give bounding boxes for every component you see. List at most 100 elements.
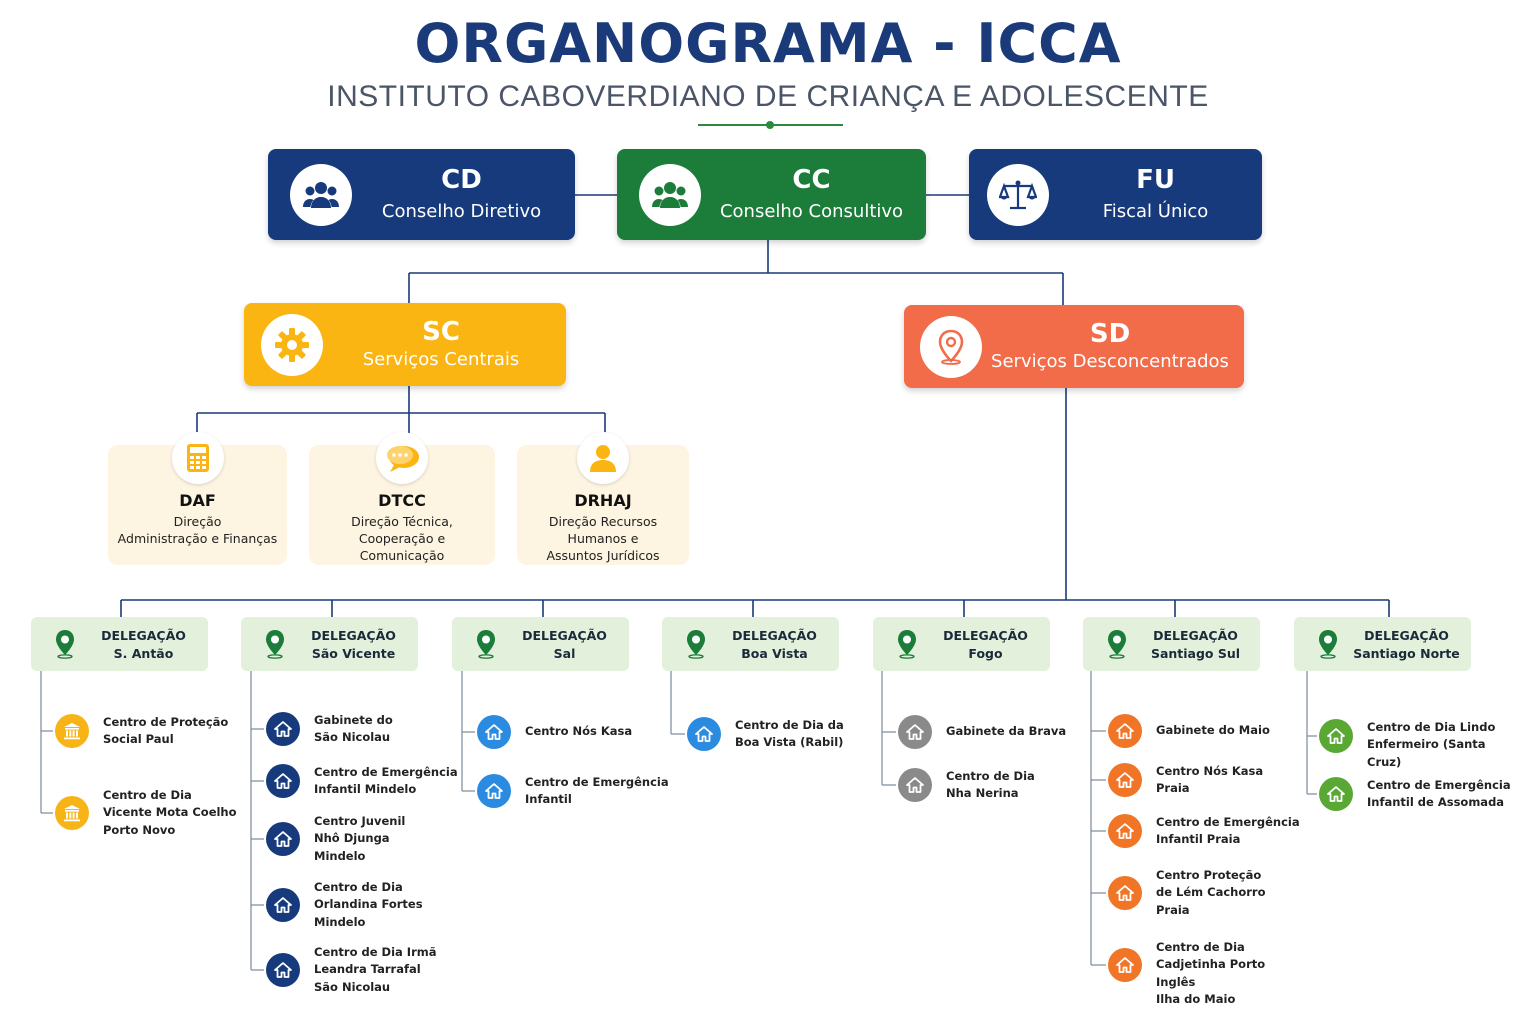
delegation-name: São Vicente — [311, 646, 396, 661]
board-code: FU — [1136, 165, 1175, 195]
center-name: Centro de Dia Irmã Leandra Tarrafal São … — [314, 944, 437, 994]
delegation-box: DELEGAÇÃO Sal — [452, 617, 629, 671]
delegation-label: DELEGAÇÃO — [101, 628, 186, 643]
people-icon — [639, 164, 701, 226]
building-icon — [55, 796, 89, 830]
center-name: Centro de Dia da Boa Vista (Rabil) — [735, 717, 844, 750]
location-pin-icon — [477, 630, 495, 659]
delegation-label: DELEGAÇÃO — [1153, 628, 1238, 643]
delegation-box: DELEGAÇÃO Boa Vista — [662, 617, 839, 671]
directorate-code: DAF — [179, 491, 216, 510]
directorate-code: DRHAJ — [574, 491, 632, 510]
house-icon — [1108, 714, 1142, 748]
house-icon — [1108, 948, 1142, 982]
location-pin-icon — [920, 316, 982, 378]
services-name: Serviços Centrais — [362, 349, 520, 370]
center-name: Centro de Emergência Infantil — [525, 774, 669, 807]
house-icon — [1108, 814, 1142, 848]
delegation-name: Santiago Norte — [1353, 646, 1460, 661]
house-icon — [477, 715, 511, 749]
person-icon — [577, 432, 629, 484]
house-icon — [898, 715, 932, 749]
directorate-code: DTCC — [378, 491, 426, 510]
delegation-box: DELEGAÇÃO S. Antão — [31, 617, 208, 671]
house-icon — [266, 822, 300, 856]
services-code: SD — [1089, 319, 1131, 349]
house-icon — [1108, 876, 1142, 910]
services-code: SC — [422, 317, 460, 347]
center-name: Centro de Dia Nha Nerina — [946, 768, 1035, 801]
house-icon — [1108, 763, 1142, 797]
directorate-dtcc: DTCC Direção Técnica, Cooperação e Comun… — [309, 432, 495, 565]
center-name: Centro Nós Kasa Praia — [1156, 763, 1264, 796]
board-cd: CD Conselho Diretivo — [268, 149, 575, 240]
directorate-drhaj: DRHAJ Direção Recursos Humanos e Assunto… — [517, 432, 689, 565]
board-code: CD — [441, 165, 482, 195]
center-name: Centro Juvenil Nhô Djunga Mindelo — [314, 813, 406, 863]
delegation-label: DELEGAÇÃO — [732, 628, 817, 643]
delegation-box: DELEGAÇÃO Fogo — [873, 617, 1050, 671]
delegation-box: DELEGAÇÃO São Vicente — [241, 617, 418, 671]
house-icon — [898, 768, 932, 802]
house-icon — [266, 712, 300, 746]
delegation-name: S. Antão — [113, 646, 174, 661]
center-name: Centro de Dia Vicente Mota Coelho Porto … — [103, 787, 237, 837]
calculator-icon — [171, 432, 224, 484]
chat-icon — [376, 432, 428, 484]
center-name: Gabinete do São Nicolau — [314, 712, 393, 745]
house-icon — [687, 717, 721, 751]
center-name: Centro de Dia Cadjetinha Porto Inglês Il… — [1156, 939, 1266, 1007]
delegation-label: DELEGAÇÃO — [1364, 628, 1449, 643]
center-name: Centro de Emergência Infantil Mindelo — [314, 764, 458, 797]
center-name: Gabinete do Maio — [1156, 723, 1270, 738]
center-name: Centro de Dia Orlandina Fortes Mindelo — [314, 879, 423, 929]
center-name: Centro de Emergência Infantil de Assomad… — [1367, 777, 1511, 810]
delegation-label: DELEGAÇÃO — [522, 628, 607, 643]
house-icon — [477, 774, 511, 808]
house-icon — [266, 888, 300, 922]
services-sc: SC Serviços Centrais — [244, 303, 566, 386]
house-icon — [1319, 777, 1353, 811]
location-pin-icon — [266, 630, 284, 659]
center-name: Centro de Emergência Infantil Praia — [1156, 814, 1300, 847]
delegation-box: DELEGAÇÃO Santiago Sul — [1083, 617, 1260, 671]
house-icon — [266, 764, 300, 798]
location-pin-icon — [687, 630, 705, 659]
services-sd: SD Serviços Desconcentrados — [904, 305, 1244, 388]
delegation-name: Sal — [553, 646, 576, 661]
directorate-daf: DAF Direção Administração e Finanças — [108, 432, 287, 565]
delegation-box: DELEGAÇÃO Santiago Norte — [1294, 617, 1471, 671]
gear-icon — [261, 314, 323, 376]
center-name: Centro Proteção de Lém Cachorro Praia — [1156, 867, 1266, 917]
building-icon — [55, 714, 89, 748]
board-name: Fiscal Único — [1102, 201, 1209, 222]
center-name: Centro de Proteção Social Paul — [103, 714, 229, 747]
board-code: CC — [792, 165, 831, 195]
center-name: Centro de Dia Lindo Enfermeiro (Santa Cr… — [1367, 719, 1496, 769]
delegation-label: DELEGAÇÃO — [943, 628, 1028, 643]
services-name: Serviços Desconcentrados — [991, 351, 1229, 372]
people-icon — [290, 164, 352, 226]
location-pin-icon — [56, 630, 74, 659]
center-name: Gabinete da Brava — [946, 724, 1067, 739]
board-fu: FU Fiscal Único — [969, 149, 1262, 240]
delegation-label: DELEGAÇÃO — [311, 628, 396, 643]
center-name: Centro Nós Kasa — [525, 724, 633, 739]
board-name: Conselho Consultivo — [719, 201, 904, 222]
scale-icon — [987, 164, 1049, 226]
location-pin-icon — [898, 630, 916, 659]
directorate-name: Direção Recursos Humanos e Assuntos Jurí… — [546, 514, 660, 563]
page-subtitle: INSTITUTO CABOVERDIANO DE CRIANÇA E ADOL… — [327, 80, 1209, 113]
house-icon — [266, 953, 300, 987]
page-title: ORGANOGRAMA - ICCA — [414, 12, 1122, 75]
delegation-name: Boa Vista — [741, 646, 808, 661]
location-pin-icon — [1319, 630, 1337, 659]
board-cc: CC Conselho Consultivo — [617, 149, 926, 240]
directorate-name: Direção Administração e Finanças — [117, 514, 278, 546]
house-icon — [1319, 719, 1353, 753]
location-pin-icon — [1108, 630, 1126, 659]
directorate-name: Direção Técnica, Cooperação e Comunicaçã… — [351, 514, 453, 563]
delegation-name: Santiago Sul — [1150, 646, 1241, 661]
board-name: Conselho Diretivo — [381, 201, 542, 222]
delegation-name: Fogo — [968, 646, 1003, 661]
